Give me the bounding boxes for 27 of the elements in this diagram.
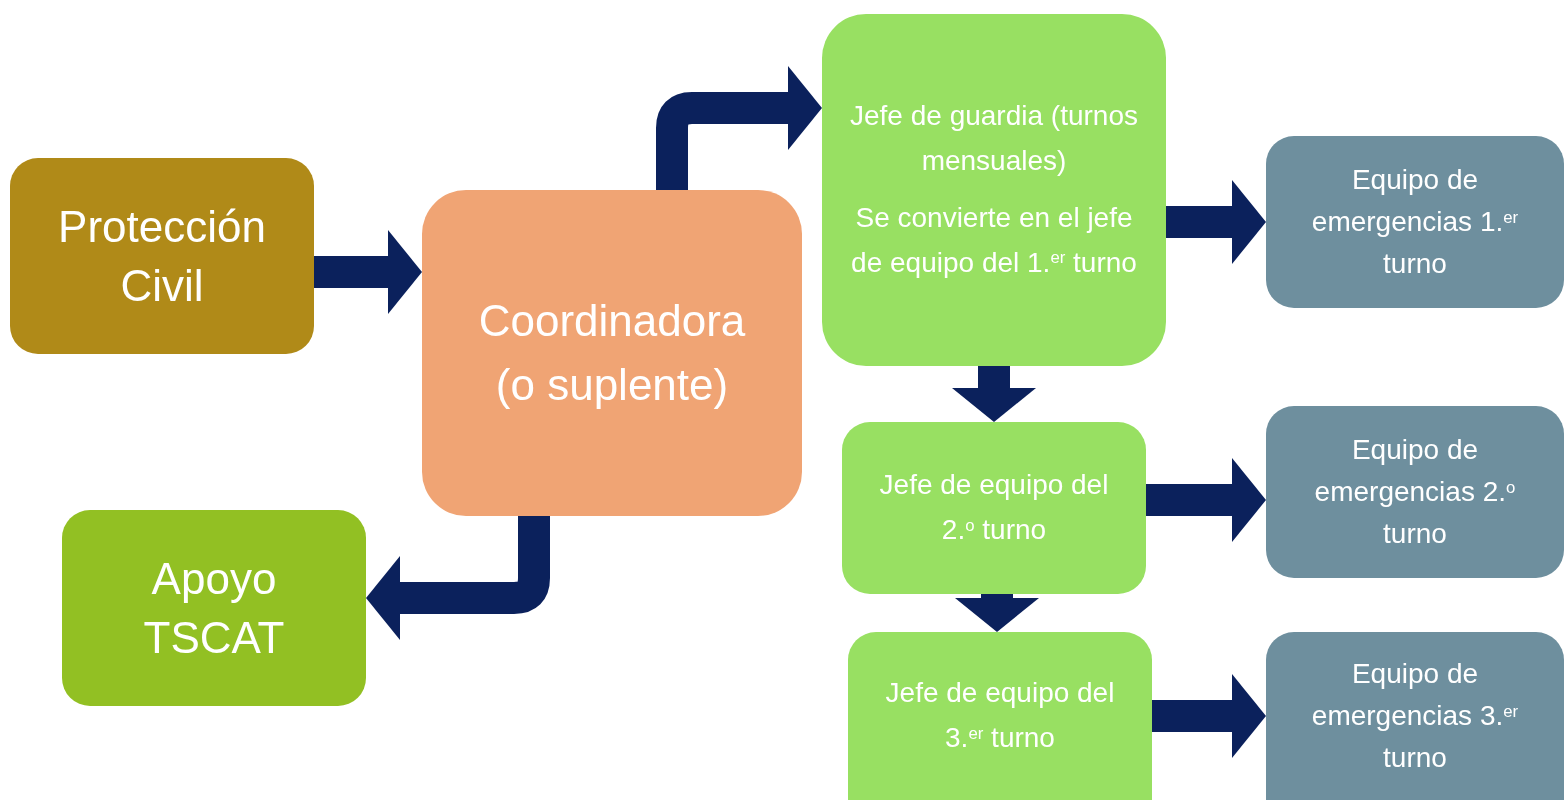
support-box (62, 510, 366, 706)
node-text: Equipo de emergencias 3.$^{er}$ turno (1310, 657, 1520, 775)
node-text: Apoyo TSCAT (142, 552, 286, 664)
team-box (1266, 136, 1564, 308)
coordinator-box (422, 190, 802, 516)
block-arrow (1152, 674, 1266, 758)
team-box (1266, 632, 1564, 800)
node-text: Coordinadora (o suplente) (477, 295, 747, 411)
node-text: Se convierte en el jefe de equipo del 1.$^{er}$ turno (850, 201, 1138, 280)
node-text: Jefe de equipo del 3.$^{er}$ turno (884, 676, 1116, 755)
node-text: Equipo de emergencias 1.$^{er}$ turno (1310, 163, 1520, 281)
node-text: Equipo de emergencias 2.$^{o}$ turno (1313, 433, 1517, 551)
block-arrow (1166, 180, 1266, 264)
team-box (1266, 406, 1564, 578)
block-arrow (366, 516, 550, 640)
block-arrow (955, 594, 1039, 632)
node-text: Protección Civil (57, 200, 267, 312)
node-text: Jefe de guardia (turnos mensuales) (849, 99, 1139, 179)
node-text: Jefe de equipo del 2.$^{o}$ turno (878, 468, 1110, 547)
role-box (848, 632, 1152, 800)
block-arrow (952, 366, 1036, 422)
organization-box (10, 158, 314, 354)
block-arrow (1146, 458, 1266, 542)
role-box (842, 422, 1146, 594)
role-box (822, 14, 1166, 366)
block-arrow (314, 230, 422, 314)
block-arrow (656, 66, 822, 190)
